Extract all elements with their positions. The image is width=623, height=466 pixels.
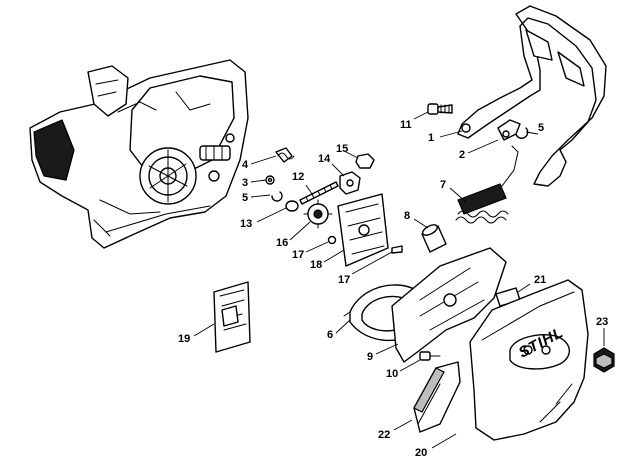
callout-18: 18 xyxy=(310,249,345,271)
svg-text:9: 9 xyxy=(367,351,373,363)
sprocket-cover-inner xyxy=(391,247,507,363)
callout-1: 1 xyxy=(428,130,463,144)
collar-nut xyxy=(593,347,615,373)
callout-6: 6 xyxy=(327,319,351,341)
spur-gear xyxy=(303,199,333,229)
callouts: 1 2 3 4 5 5 6 7 xyxy=(178,111,608,459)
front-hand-guard xyxy=(457,5,607,187)
svg-text:6: 6 xyxy=(327,329,333,341)
callout-9: 9 xyxy=(367,343,399,363)
callout-17-right: 17 xyxy=(338,251,393,286)
svg-text:2: 2 xyxy=(459,149,465,161)
screw-right xyxy=(391,245,403,254)
svg-text:7: 7 xyxy=(440,179,446,191)
svg-text:8: 8 xyxy=(404,210,410,222)
callout-23: 23 xyxy=(596,316,608,346)
callout-16: 16 xyxy=(276,221,311,249)
callout-2: 2 xyxy=(459,139,499,161)
washer xyxy=(265,175,275,185)
callout-13: 13 xyxy=(240,207,287,230)
tensioner-slide xyxy=(339,171,361,195)
callout-12: 12 xyxy=(292,171,313,195)
callout-22: 22 xyxy=(378,419,413,441)
svg-text:5: 5 xyxy=(242,192,248,204)
callout-4: 4 xyxy=(242,155,277,171)
callout-10: 10 xyxy=(386,359,421,380)
screw-10 xyxy=(419,351,441,361)
callout-8: 8 xyxy=(404,210,429,229)
callout-15: 15 xyxy=(336,143,359,159)
e-clip-right xyxy=(515,127,529,139)
svg-text:10: 10 xyxy=(386,368,398,380)
svg-text:21: 21 xyxy=(534,274,546,286)
powerhead-housing xyxy=(29,59,249,249)
guide-plate xyxy=(337,193,389,267)
sleeve xyxy=(421,224,447,253)
svg-text:17: 17 xyxy=(338,274,350,286)
callout-3: 3 xyxy=(242,177,267,189)
svg-text:22: 22 xyxy=(378,429,390,441)
screw-left xyxy=(327,235,337,245)
bar-plate xyxy=(213,281,251,353)
torsion-spring xyxy=(275,147,295,163)
svg-text:3: 3 xyxy=(242,177,248,189)
callout-5-right: 5 xyxy=(525,122,544,135)
svg-text:17: 17 xyxy=(292,249,304,261)
svg-text:12: 12 xyxy=(292,171,304,183)
brake-lever xyxy=(497,119,521,141)
callout-21: 21 xyxy=(517,274,546,293)
chain-sprocket-cover: STIHL xyxy=(469,279,589,441)
callout-19: 19 xyxy=(178,323,215,345)
nut xyxy=(355,153,375,169)
adjusting-screw xyxy=(299,181,339,205)
svg-text:1: 1 xyxy=(428,132,434,144)
svg-text:18: 18 xyxy=(310,259,322,271)
tension-spring xyxy=(455,145,519,224)
svg-text:19: 19 xyxy=(178,333,190,345)
callout-17-left: 17 xyxy=(292,241,329,261)
e-clip-left xyxy=(271,191,283,202)
callout-11: 11 xyxy=(400,111,429,131)
o-ring xyxy=(285,200,299,212)
svg-text:11: 11 xyxy=(400,119,412,131)
callout-20: 20 xyxy=(415,433,457,459)
svg-text:16: 16 xyxy=(276,237,288,249)
callout-7: 7 xyxy=(440,179,467,203)
svg-text:5: 5 xyxy=(538,122,544,134)
callout-14: 14 xyxy=(318,153,345,177)
svg-text:4: 4 xyxy=(242,159,249,171)
svg-text:13: 13 xyxy=(240,218,252,230)
shoulder-screw xyxy=(427,103,453,115)
chain-catcher xyxy=(413,361,461,433)
svg-text:20: 20 xyxy=(415,447,427,459)
svg-text:23: 23 xyxy=(596,316,608,328)
svg-text:15: 15 xyxy=(336,143,348,155)
callout-5-left: 5 xyxy=(242,192,271,204)
svg-text:14: 14 xyxy=(318,153,331,165)
